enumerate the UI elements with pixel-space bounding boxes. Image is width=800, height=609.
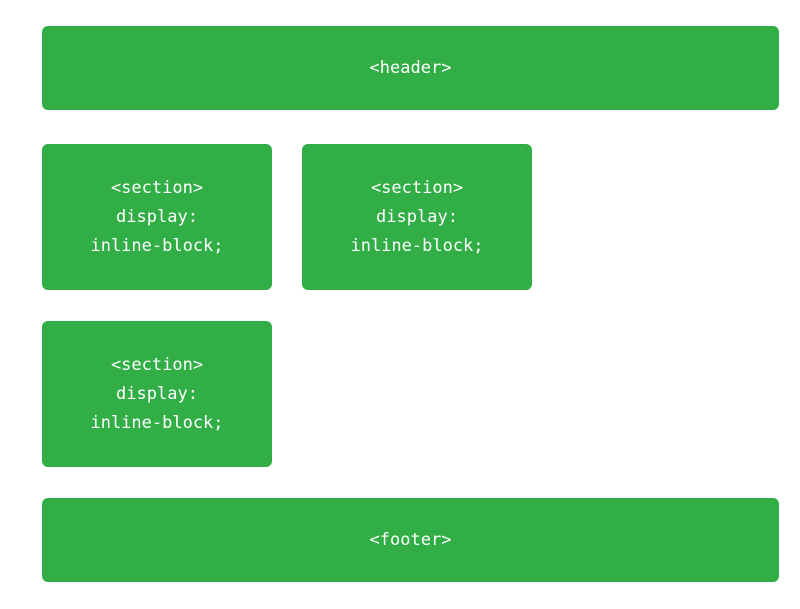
footer-label: <footer>	[369, 529, 452, 550]
header-label: <header>	[369, 57, 452, 78]
section-2-value-label: inline-block;	[350, 235, 484, 256]
section-block-2: <section> display: inline-block;	[302, 144, 532, 290]
section-2-property-label: display:	[376, 206, 458, 227]
header-block: <header>	[42, 26, 779, 110]
section-flow-container: <section> display: inline-block; <sectio…	[42, 144, 779, 498]
section-3-value-label: inline-block;	[90, 412, 224, 433]
section-1-tag-label: <section>	[110, 177, 204, 198]
section-3-property-label: display:	[116, 383, 198, 404]
section-2-tag-label: <section>	[370, 177, 464, 198]
section-block-1: <section> display: inline-block;	[42, 144, 272, 290]
footer-block: <footer>	[42, 498, 779, 582]
section-3-tag-label: <section>	[110, 354, 204, 375]
section-block-3: <section> display: inline-block;	[42, 321, 272, 467]
section-1-property-label: display:	[116, 206, 198, 227]
section-1-value-label: inline-block;	[90, 235, 224, 256]
